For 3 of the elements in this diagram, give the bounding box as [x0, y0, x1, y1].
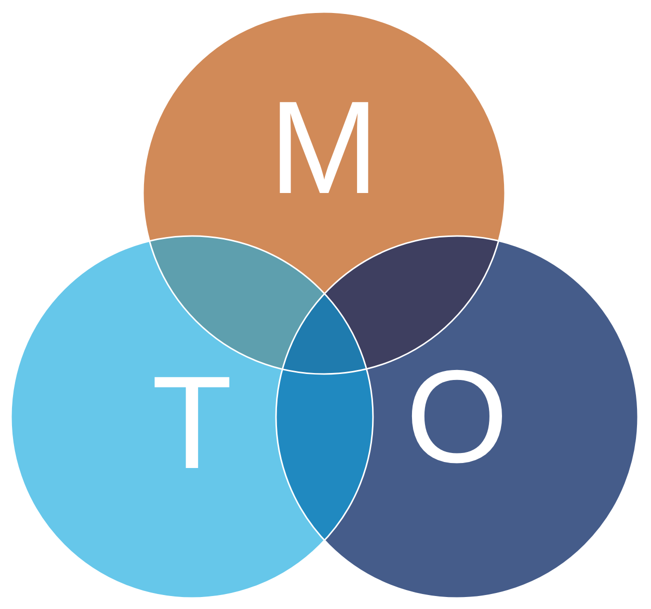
circle-letter: T	[152, 357, 232, 489]
circle-letter: M	[269, 82, 379, 214]
circle-letter: O	[406, 351, 508, 483]
